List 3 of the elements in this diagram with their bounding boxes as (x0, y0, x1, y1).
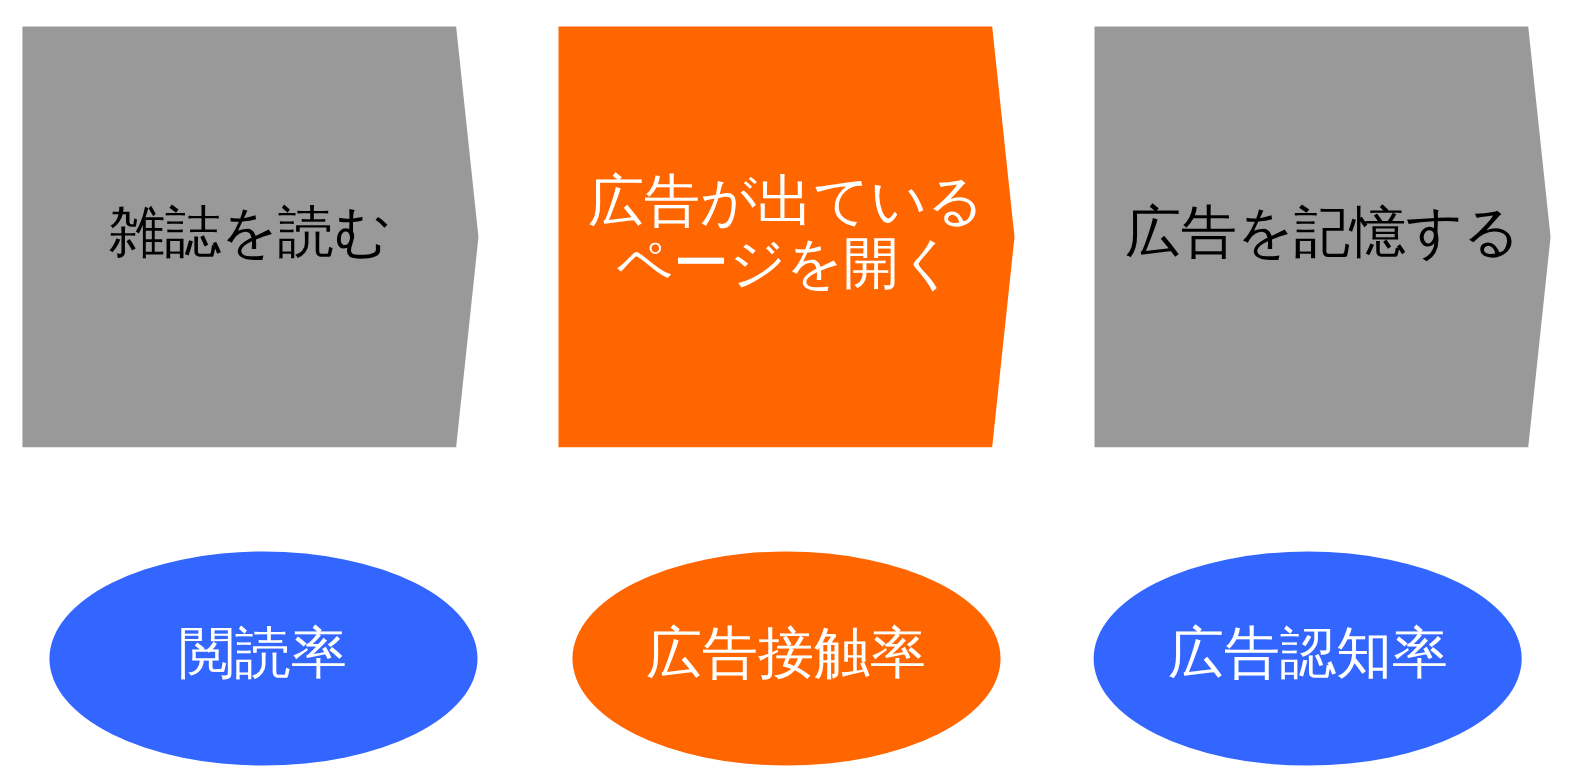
node-ellipse: 広告認知率 (1093, 551, 1522, 766)
node-ellipse: 広告接触率 (572, 551, 1001, 766)
node-ellipse: 閲読率 (49, 551, 478, 766)
